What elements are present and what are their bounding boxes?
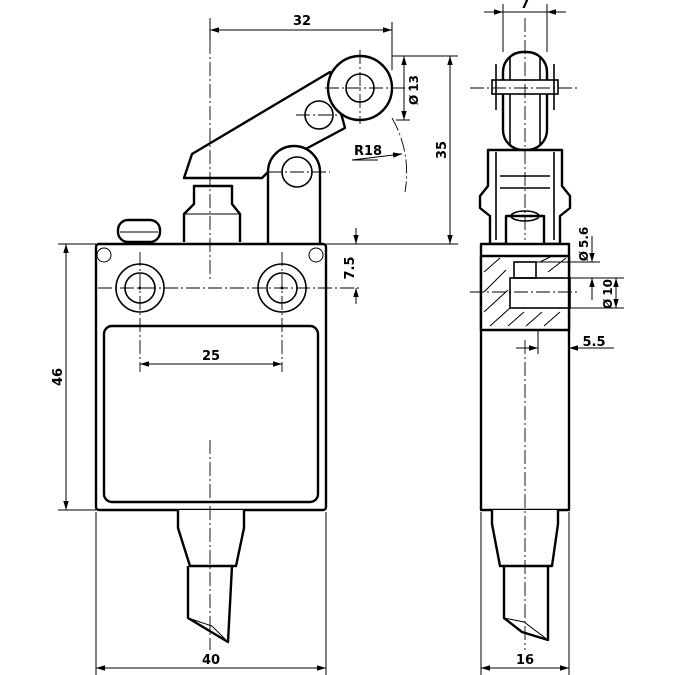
- svg-text:Ø13: Ø 13: [407, 75, 421, 105]
- cable: [186, 565, 234, 644]
- switch-body: [94, 242, 328, 512]
- corner-mark: [308, 247, 324, 263]
- mount-section: [479, 254, 571, 332]
- lever-arm: [182, 70, 347, 180]
- side-dimensions: 7 Ø 5.6 Ø 10 5.5 16: [480, 0, 624, 675]
- front-view: [94, 18, 410, 650]
- dim-body-depth: 16: [516, 653, 534, 668]
- dim-hole-small: 5.6: [577, 227, 591, 248]
- cable-gland: [176, 510, 246, 568]
- dim-roller-width: 7: [520, 0, 529, 12]
- dim-hole-spacing: 25: [202, 349, 220, 364]
- dim-lever-width: 32: [293, 14, 311, 29]
- diameter-symbol: Ø: [601, 299, 615, 309]
- diameter-symbol: Ø: [577, 251, 591, 261]
- diameter-symbol: Ø: [407, 95, 421, 105]
- dim-roller-diameter: 13: [407, 75, 421, 92]
- side-view: [470, 18, 580, 650]
- dim-body-width: 40: [202, 653, 220, 668]
- cable-side: [502, 566, 550, 642]
- screw-head: [116, 218, 162, 244]
- front-dimensions: 32 35 Ø 13 R18 7.5 25 46 40: [51, 14, 458, 675]
- label-window: [102, 324, 320, 504]
- dim-body-height: 46: [51, 368, 66, 386]
- svg-text:Ø10: Ø 10: [601, 279, 615, 309]
- dim-lever-radius: R18: [354, 144, 382, 159]
- dim-mount-offset: 7.5: [343, 256, 358, 279]
- section-hatching: [483, 255, 567, 327]
- svg-text:Ø5.6: Ø 5.6: [577, 227, 591, 261]
- dim-roller-height: 35: [435, 141, 450, 159]
- corner-mark: [96, 247, 112, 263]
- pivot-lug: [266, 144, 322, 244]
- dim-counterbore-depth: 5.5: [582, 335, 605, 350]
- sweep-arc: [391, 117, 408, 193]
- dim-hole-large: 10: [601, 279, 615, 296]
